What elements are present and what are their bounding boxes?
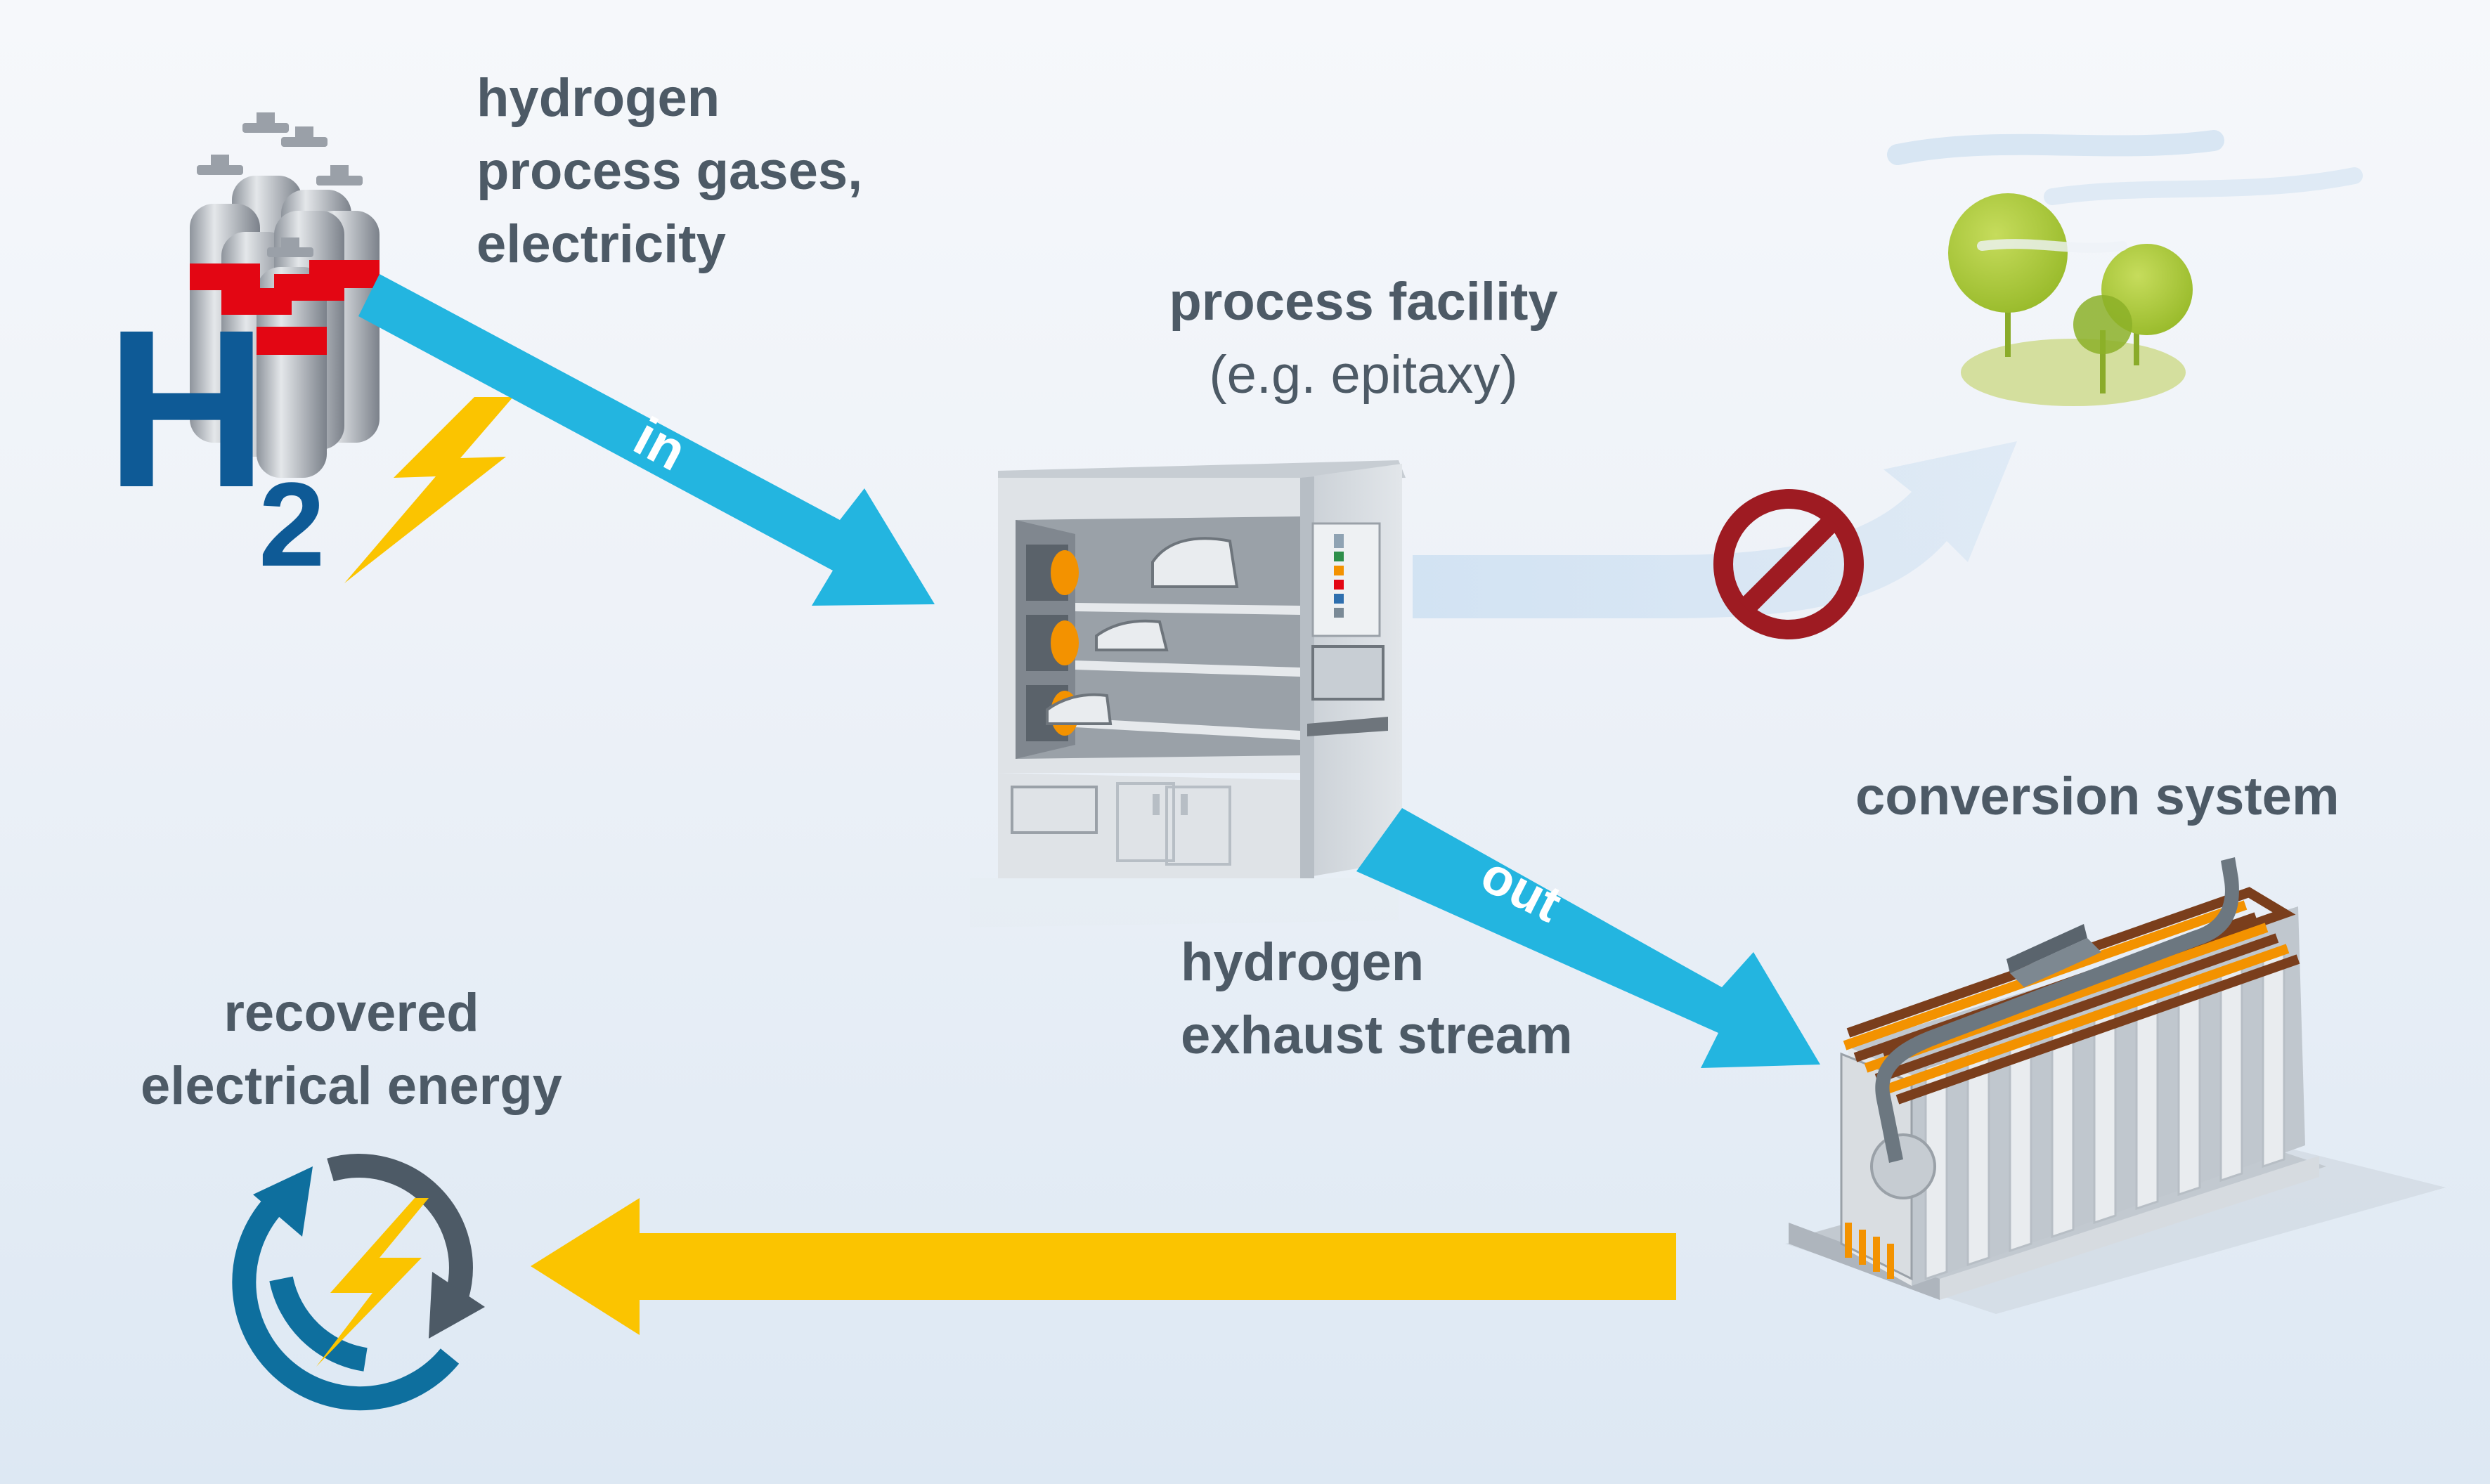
h2-letter: H <box>105 282 268 534</box>
lightning-icon <box>344 397 513 583</box>
recycle-energy-icon <box>232 1154 485 1411</box>
conversion-label: conversion system <box>1855 760 2340 833</box>
exhaust-label: hydrogen exhaust stream <box>1181 926 1573 1072</box>
recovered-label: recovered electrical energy <box>98 977 604 1123</box>
recovered-line-1: recovered <box>223 983 479 1043</box>
facility-subtitle: (e.g. epitaxy) <box>1209 345 1518 405</box>
arrow-recovered <box>531 1198 1676 1335</box>
exhaust-line-1: hydrogen <box>1181 932 1425 992</box>
gas-cylinders-icon <box>190 112 380 478</box>
arrow-out <box>1356 808 1820 1068</box>
facility-title: process facility <box>1169 272 1558 332</box>
inputs-line-3: electricity <box>476 214 726 274</box>
exhaust-line-2: exhaust stream <box>1181 1005 1573 1065</box>
arrow-in <box>358 274 935 606</box>
tree-icon <box>1887 130 2363 406</box>
prohibited-icon <box>1713 489 1864 639</box>
h2-subscript: 2 <box>259 458 325 592</box>
recovered-line-2: electrical energy <box>141 1056 562 1116</box>
fuel-cell-stack-icon <box>1785 857 2446 1314</box>
facility-label: process facility (e.g. epitaxy) <box>1096 266 1630 412</box>
cabinet-icon <box>970 460 1406 928</box>
inputs-line-1: hydrogen <box>476 68 720 128</box>
conversion-title: conversion system <box>1855 767 2340 826</box>
inputs-label: hydrogen process gases, electricity <box>476 62 862 281</box>
inputs-line-2: process gases, <box>476 141 863 201</box>
arrow-to-environment <box>1413 441 2017 618</box>
